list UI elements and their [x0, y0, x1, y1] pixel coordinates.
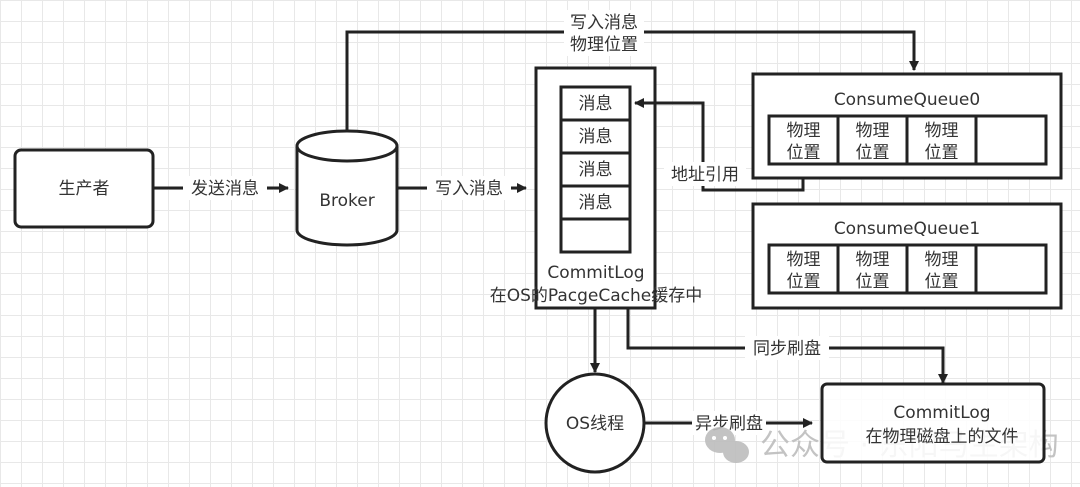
consume-queue-1-title: ConsumeQueue1: [834, 219, 980, 239]
position-label-line2: 位置: [856, 143, 890, 163]
consume-queue-position-cell: 物理位置: [767, 114, 840, 166]
edge-label-async-flush: 异步刷盘: [695, 414, 763, 434]
position-label-line1: 物理: [925, 121, 959, 141]
edge-send-message: 发送消息: [153, 176, 289, 200]
position-label-line2: 位置: [925, 143, 959, 163]
commitlog-message-cell: 消息: [559, 118, 632, 155]
edge-write-message: 写入消息: [397, 176, 527, 200]
position-label-line2: 位置: [925, 272, 959, 292]
commitlog-message-label: 消息: [579, 193, 613, 213]
commitlog-message-cell: 消息: [559, 85, 632, 122]
position-label-line2: 位置: [787, 272, 821, 292]
position-label-line1: 物理: [856, 250, 890, 270]
edge-write-position: 写入消息 物理位置: [345, 10, 919, 131]
edge-label-send-message: 发送消息: [191, 179, 259, 199]
producer-node: 生产者: [13, 148, 155, 229]
edge-address-ref: 地址引用: [634, 98, 805, 192]
consume-queue-position-cell: 物理位置: [905, 114, 978, 166]
consume-queue-0-title: ConsumeQueue0: [834, 90, 980, 110]
commitlog-disk-title: CommitLog: [893, 403, 990, 423]
commitlog-disk-node: CommitLog 在物理磁盘上的文件: [820, 382, 1046, 464]
consume-queue-position-cell: 物理位置: [836, 243, 909, 295]
position-label-line1: 物理: [787, 250, 821, 270]
edge-sync-flush: 同步刷盘: [626, 308, 948, 384]
commitlog-message-label: 消息: [579, 160, 613, 180]
commitlog-message-cell: [559, 217, 632, 254]
commitlog-cache-subtitle: 在OS的PacgeCache缓存中: [490, 286, 703, 306]
consume-queue-position-cell: 物理位置: [836, 114, 909, 166]
commitlog-cache-title: CommitLog: [547, 263, 644, 283]
os-thread-node: OS线程: [544, 372, 646, 474]
position-label-line2: 位置: [787, 143, 821, 163]
position-label-line1: 物理: [787, 121, 821, 141]
position-label-line1: 物理: [925, 250, 959, 270]
consume-queue-position-cell: 物理位置: [767, 243, 840, 295]
edge-label-sync-flush: 同步刷盘: [753, 339, 821, 359]
wechat-icon: [705, 427, 749, 463]
commitlog-message-cell: 消息: [559, 184, 632, 221]
os-thread-label: OS线程: [566, 414, 624, 434]
commitlog-disk-subtitle: 在物理磁盘上的文件: [866, 427, 1019, 447]
edge-label-write-position-2: 物理位置: [570, 35, 638, 55]
position-label-line1: 物理: [856, 121, 890, 141]
commitlog-message-label: 消息: [579, 94, 613, 114]
edge-label-address-ref: 地址引用: [671, 165, 739, 185]
commitlog-message-cell: 消息: [559, 151, 632, 188]
edge-label-write-message: 写入消息: [435, 179, 503, 199]
consume-queue-position-cell: 物理位置: [905, 243, 978, 295]
broker-node: Broker: [295, 129, 399, 247]
consume-queue-position-cell: [974, 243, 1048, 295]
position-label-line2: 位置: [856, 272, 890, 292]
producer-label: 生产者: [59, 179, 110, 199]
edge-label-write-position-1: 写入消息: [570, 13, 638, 33]
consume-queue-position-cell: [974, 114, 1048, 166]
commitlog-message-label: 消息: [579, 127, 613, 147]
broker-label: Broker: [319, 191, 374, 211]
